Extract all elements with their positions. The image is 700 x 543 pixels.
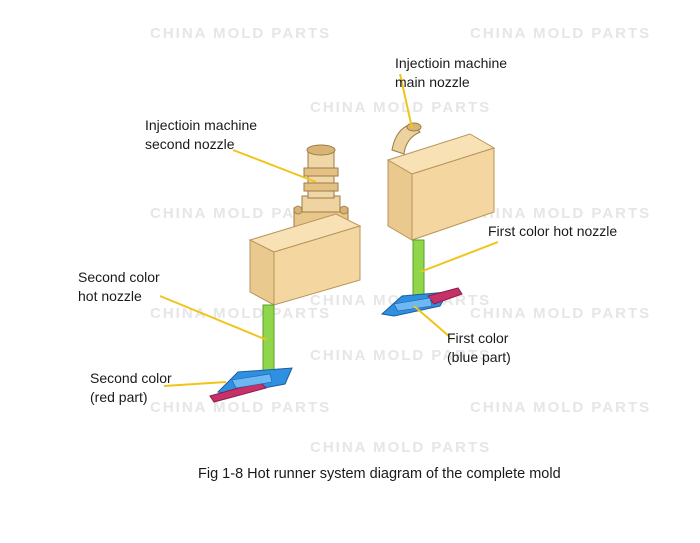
svg-text:CHINA MOLD PARTS: CHINA MOLD PARTS — [150, 305, 331, 322]
svg-text:CHINA MOLD PARTS: CHINA MOLD PARTS — [310, 347, 491, 364]
svg-text:CHINA MOLD PARTS: CHINA MOLD PARTS — [310, 439, 491, 456]
figure-caption: Fig 1-8 Hot runner system diagram of the… — [198, 466, 561, 482]
label-first-color-part: First color(blue part) — [447, 330, 511, 365]
svg-text:CHINA MOLD PARTS: CHINA MOLD PARTS — [150, 25, 331, 42]
main-machine-nozzle — [391, 122, 422, 155]
svg-text:CHINA MOLD PARTS: CHINA MOLD PARTS — [150, 205, 331, 222]
first-color-manifold — [386, 133, 496, 241]
svg-text:CHINA MOLD PARTS: CHINA MOLD PARTS — [470, 25, 651, 42]
svg-text:CHINA MOLD PARTS: CHINA MOLD PARTS — [310, 99, 491, 116]
svg-text:CHINA MOLD PARTS: CHINA MOLD PARTS — [150, 399, 331, 416]
watermark: CHINA MOLD PARTS CHINA MOLD PARTS CHINA … — [150, 25, 651, 456]
label-second-color-part: Second color(red part) — [90, 370, 172, 405]
second-color-red-part — [209, 367, 293, 403]
leader-lines — [159, 73, 499, 387]
svg-text:CHINA MOLD PARTS: CHINA MOLD PARTS — [470, 205, 651, 222]
first-color-blue-part — [380, 287, 463, 317]
label-first-color-hot-nozzle: First color hot nozzle — [488, 223, 618, 239]
first-color-hot-nozzle-shape — [412, 239, 425, 301]
svg-text:CHINA MOLD PARTS: CHINA MOLD PARTS — [470, 305, 651, 322]
svg-text:CHINA MOLD PARTS: CHINA MOLD PARTS — [470, 399, 651, 416]
second-color-manifold — [248, 213, 362, 306]
